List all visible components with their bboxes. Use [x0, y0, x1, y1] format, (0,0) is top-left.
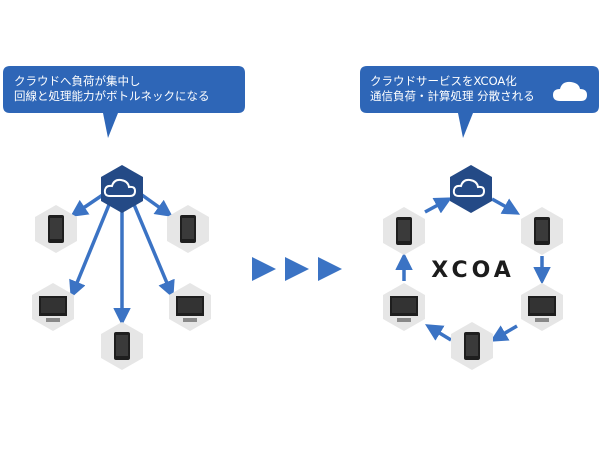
play-arrow-icon [252, 257, 276, 281]
right-cloud-node [450, 165, 492, 213]
xcoa-logo: XCOA [431, 258, 514, 283]
left-phone-bottom [101, 322, 143, 370]
left-phone-upper-left [35, 205, 77, 253]
left-monitor-right [169, 283, 211, 331]
ring-arrows [395, 197, 551, 342]
arrow-phone-to-cloud [424, 197, 453, 214]
cloud-icon [103, 178, 137, 197]
cloud-icon [452, 178, 486, 197]
left-cloud-node [101, 165, 143, 213]
right-phone-upper-right [521, 207, 563, 255]
arrow-monitor-to-phone [489, 324, 518, 342]
left-panel [3, 66, 245, 370]
play-arrow-icon [318, 257, 342, 281]
cloud-icon [553, 81, 587, 101]
play-arrow-icon [285, 257, 309, 281]
right-callout [360, 66, 599, 138]
transition-arrows [252, 257, 342, 281]
arrow-cloud-to-phone [491, 197, 521, 215]
right-phone-upper-left [383, 207, 425, 255]
left-phone-upper-right [167, 205, 209, 253]
left-callout-line-2: 回線と処理能力がボトルネックになる [14, 89, 210, 103]
right-panel: XCOA [360, 66, 599, 370]
right-callout-line-2: 通信負荷・計算処理 分散される [370, 89, 535, 103]
left-monitor-left [32, 283, 74, 331]
left-callout-line-1: クラウドへ負荷が集中し [14, 74, 141, 88]
right-phone-bottom [451, 322, 493, 370]
arrow-to-monitor-left [69, 194, 115, 299]
arrow-to-monitor-right [128, 194, 175, 299]
arrow-phone-to-monitor-left [425, 324, 452, 342]
right-callout-line-1: クラウドサービスをXCOA化 [370, 74, 517, 88]
right-monitor-right [521, 283, 563, 331]
left-callout [3, 66, 245, 138]
right-monitor-left [383, 283, 425, 331]
